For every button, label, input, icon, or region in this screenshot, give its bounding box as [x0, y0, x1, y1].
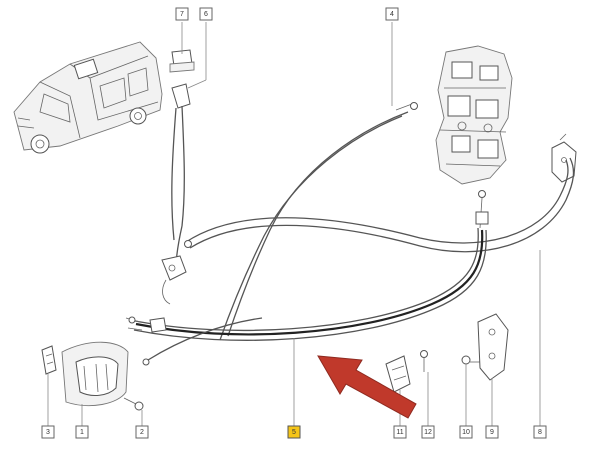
clip-part-11	[385, 355, 411, 393]
callout-1[interactable]: 1	[75, 425, 89, 439]
bracket-part-3	[41, 345, 57, 375]
screw-part-10	[461, 355, 482, 365]
callout-label: 2	[140, 429, 144, 436]
bracket-part-9	[477, 313, 509, 381]
callout-9[interactable]: 9	[485, 425, 499, 439]
callout-label: 4	[390, 11, 394, 18]
latch-bracket	[551, 133, 577, 183]
cable-lower-left	[142, 317, 263, 366]
lock-mechanism	[435, 45, 513, 185]
callout-11[interactable]: 11	[393, 425, 407, 439]
cable-part-8	[184, 157, 575, 253]
callout-4[interactable]: 4	[385, 7, 399, 21]
callout-label: 9	[490, 429, 494, 436]
leader-lines	[47, 22, 541, 426]
vertical-rod	[161, 105, 187, 305]
callout-2[interactable]: 2	[135, 425, 149, 439]
clip-part-7	[169, 49, 195, 73]
callout-label: 1	[80, 429, 84, 436]
callout-12[interactable]: 12	[421, 425, 435, 439]
callout-label: 10	[462, 429, 470, 436]
van-illustration	[13, 41, 163, 154]
callout-8[interactable]: 8	[533, 425, 547, 439]
callout-label: 6	[204, 11, 208, 18]
callout-6[interactable]: 6	[199, 7, 213, 21]
callout-7[interactable]: 7	[175, 7, 189, 21]
callout-label: 12	[424, 429, 432, 436]
callout-label: 7	[180, 11, 184, 18]
cable-part-4	[219, 102, 418, 341]
callout-5[interactable]: 5	[287, 425, 301, 439]
cable-part-5	[125, 190, 489, 341]
screw-part-12	[420, 350, 428, 372]
highlight-arrow	[317, 355, 417, 419]
callout-label: 3	[46, 429, 50, 436]
callout-label: 5	[292, 429, 296, 436]
callout-label: 11	[396, 429, 403, 436]
callout-label: 8	[538, 429, 542, 436]
door-handle-part-1	[61, 341, 129, 407]
callout-3[interactable]: 3	[41, 425, 55, 439]
callout-10[interactable]: 10	[459, 425, 473, 439]
housing-part-6	[171, 83, 191, 109]
screw-part-2	[123, 397, 144, 411]
